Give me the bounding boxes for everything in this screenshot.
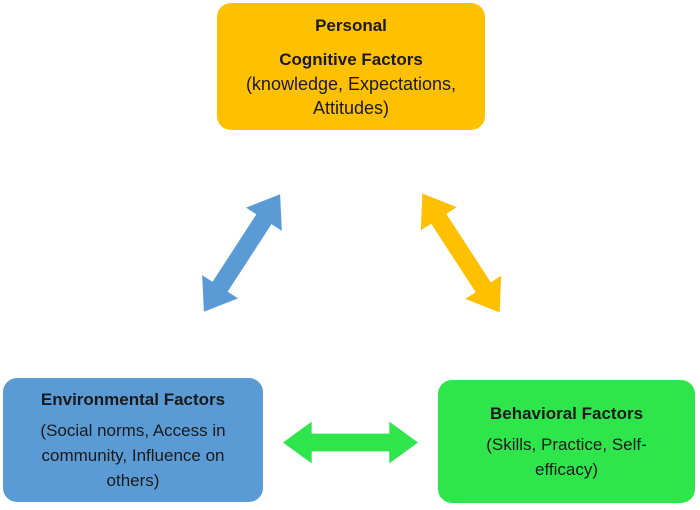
node-personal-cognitive-factors: Personal Cognitive Factors (knowledge, E… xyxy=(217,3,485,130)
double-arrow-environmental-behavioral-icon xyxy=(283,420,418,465)
double-arrow-shape xyxy=(202,194,282,312)
node-behavioral-factors: Behavioral Factors (Skills, Practice, Se… xyxy=(438,380,695,503)
double-arrow-personal-environmental-icon xyxy=(185,182,300,324)
double-arrow-personal-behavioral-icon xyxy=(403,181,519,325)
behavioral-detail: (Skills, Practice, Self-efficacy) xyxy=(486,434,647,479)
behavioral-heading: Behavioral Factors xyxy=(489,403,644,423)
double-arrow-shape xyxy=(420,193,502,313)
personal-heading-line1: Personal xyxy=(315,15,387,35)
environmental-detail: (Social norms, Access in community, Infl… xyxy=(40,420,226,490)
personal-detail: (knowledge, Expectations, Attitudes) xyxy=(245,73,457,118)
personal-heading-line2: Cognitive Factors xyxy=(279,49,423,69)
double-arrow-shape xyxy=(283,421,418,464)
node-environmental-factors: Environmental Factors (Social norms, Acc… xyxy=(3,378,263,502)
environmental-heading: Environmental Factors xyxy=(40,389,226,409)
